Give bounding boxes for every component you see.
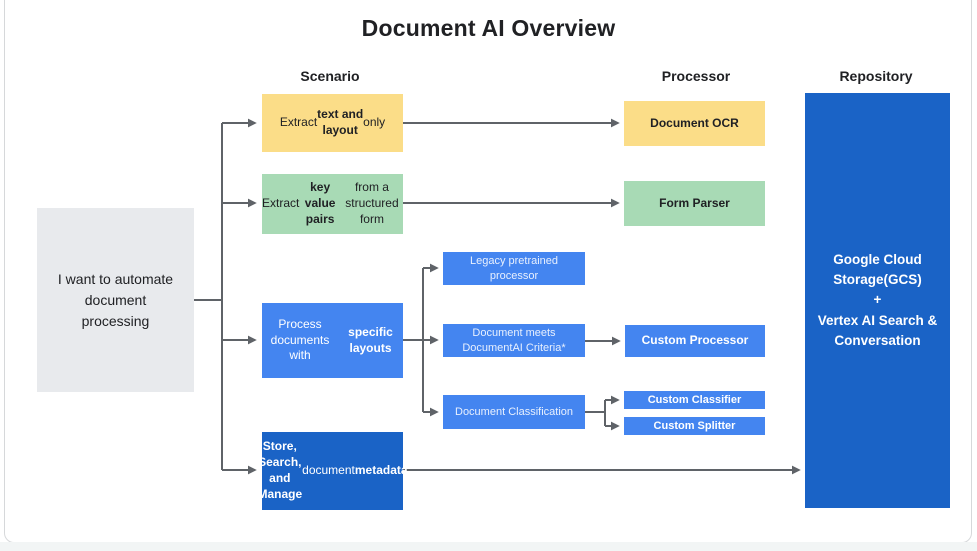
diagram-title: Document AI Overview xyxy=(361,15,616,41)
processor-document-ocr: Document OCR xyxy=(624,101,765,146)
processor-custom-classifier: Custom Classifier xyxy=(624,391,765,409)
column-header-scenario: Scenario xyxy=(300,68,360,84)
processor-legacy-pretrained: Legacy pretrained processor xyxy=(443,252,585,285)
repository-box: Google Cloud Storage(GCS) + Vertex AI Se… xyxy=(805,93,950,508)
processor-docai-criteria: Document meets DocumentAI Criteria* xyxy=(443,324,585,357)
column-header-processor: Processor xyxy=(661,68,731,84)
scenario-extract-key-value: Extract key value pairs from a structure… xyxy=(262,174,403,234)
processor-custom-processor: Custom Processor xyxy=(625,325,765,357)
processor-form-parser: Form Parser xyxy=(624,181,765,226)
page-background-strip xyxy=(0,542,977,551)
scenario-specific-layouts: Process documents with specific layouts xyxy=(262,303,403,378)
processor-custom-splitter: Custom Splitter xyxy=(624,417,765,435)
scenario-store-search-manage: Store, Search, and Manage document metad… xyxy=(257,432,408,510)
column-header-repository: Repository xyxy=(839,68,913,84)
intent-box: I want to automate document processing xyxy=(37,208,194,392)
scenario-extract-text-layout: Extract text and layout only xyxy=(262,94,403,152)
processor-doc-classification: Document Classification xyxy=(443,395,585,429)
